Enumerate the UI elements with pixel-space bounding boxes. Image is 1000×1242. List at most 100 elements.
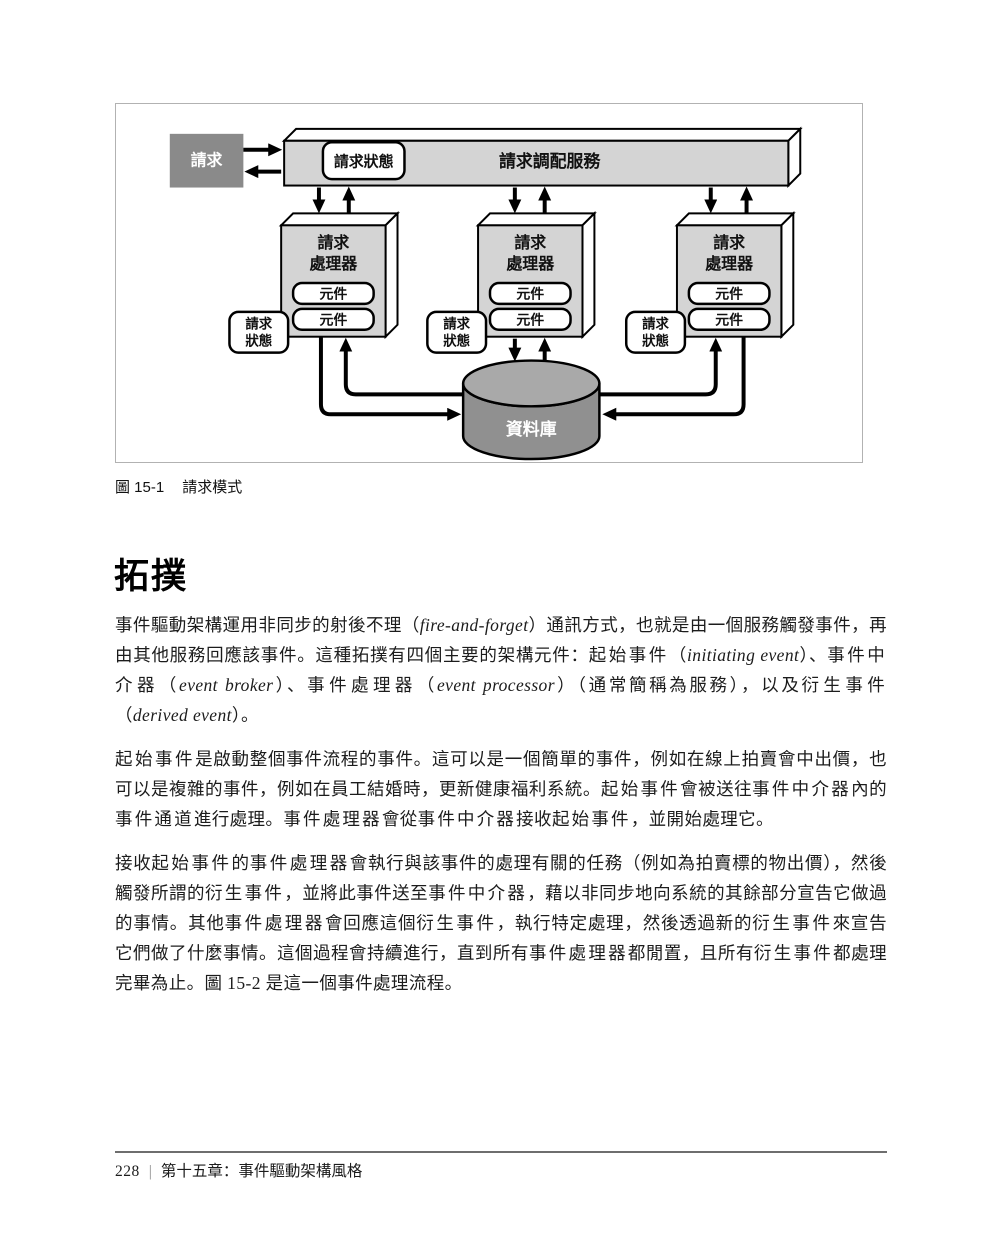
processor-title-line1: 請求 [713, 233, 745, 252]
component-label: 元件 [715, 285, 743, 301]
text-run: 來宣告它們做了什麼事情。這個過程會持續進行，直到所有 [115, 913, 887, 963]
arrow-database-to-processor-right [599, 337, 723, 397]
component-box [687, 281, 771, 306]
text-run: 事件處理器 [307, 675, 417, 695]
component-label: 元件 [319, 285, 347, 301]
component-label: 元件 [516, 311, 544, 327]
component-box [291, 307, 375, 331]
caption-label: 圖 15-1 [115, 479, 165, 496]
text-run: 事件中介器 [115, 645, 887, 695]
component-label: 元件 [715, 311, 743, 327]
processor-left: 請求 處理器 元件 元件 [278, 210, 400, 340]
processor-title-line1: 請求 [317, 233, 349, 252]
arrow-processor-left-to-database [318, 336, 462, 421]
arrow-processor-right-to-database [602, 336, 746, 421]
component-box [291, 281, 375, 306]
text-run: 接收 [115, 853, 152, 873]
text-run: event processor [437, 675, 555, 695]
request-state-line1: 請求 [245, 316, 272, 332]
text-run: 的 [231, 853, 250, 873]
text-run: （ [416, 675, 437, 695]
section-heading: 拓撲 [114, 557, 189, 596]
paragraph: 起始事件是啟動整個事件流程的事件。這可以是一個簡單的事件，例如在線上拍賣會中出價… [115, 744, 887, 834]
text-run: ，並開始處理它。 [630, 809, 774, 829]
text-run: ，執行特定處理，然後透過新的 [496, 913, 753, 933]
database-label: 資料庫 [506, 419, 557, 439]
text-run: 起始事件 [551, 809, 631, 829]
text-run: 事件中介器 [417, 809, 517, 829]
text-run: ，藉以非同步地向系統的其餘部分宣告它做過的事情。其他 [115, 883, 888, 933]
request-state-line2: 狀態 [245, 333, 272, 349]
text-run: ）、 [799, 645, 828, 665]
figure-frame: 請求 請求狀態 請求調配服務 [115, 103, 863, 463]
database-cylinder: 資料庫 [461, 359, 601, 461]
text-run: 事件中介器 [428, 883, 528, 903]
text-run: （ [115, 705, 133, 725]
text-run: 起始事件 [115, 749, 196, 769]
chapter-title: 第十五章：事件驅動架構風格 [160, 1163, 363, 1180]
component-label: 元件 [516, 285, 544, 301]
text-run: 事件處理器 [283, 809, 382, 829]
text-run: 衍生事件 [205, 883, 285, 903]
text-run: （ [668, 645, 688, 665]
paragraph: 接收起始事件的事件處理器會執行與該事件的處理有關的任務（例如為拍賣標的物出價），… [115, 848, 887, 998]
text-run: 衍生事件 [753, 943, 834, 963]
text-run: ）（通常簡稱為服務），以及 [554, 675, 802, 695]
text-run: 接收 [516, 809, 552, 829]
text-run: 會回應這個 [324, 913, 417, 933]
footer-rule [115, 1151, 887, 1153]
text-run: 衍生事件 [416, 913, 497, 933]
text-run: 內的 [851, 779, 887, 799]
text-run: 事件處理器 [249, 853, 350, 873]
component-label: 元件 [319, 311, 347, 327]
text-run: ）通訊方式，也就是由一個服務觸發事件，再由其他服務回應該事件。這種拓撲有四個主要… [115, 615, 887, 665]
processor-title-line2: 處理器 [705, 254, 754, 273]
paragraph: 事件驅動架構運用非同步的射後不理（fire-and-forget）通訊方式，也就… [115, 610, 887, 730]
text-run: 起始事件 [588, 645, 669, 665]
processor-title-line1: 請求 [514, 233, 546, 252]
orchestrator-label: 請求調配服務 [499, 151, 601, 171]
text-run: 事件通道 [115, 809, 194, 829]
processor-right: 請求 處理器 元件 元件 [674, 210, 796, 340]
text-run: ，並將此事件送至 [284, 883, 429, 903]
text-run: 事件處理器 [528, 943, 628, 963]
component-box [488, 307, 572, 331]
component-box [488, 281, 572, 306]
component-box [687, 307, 771, 331]
text-run: 事件處理器 [224, 913, 325, 933]
request-state-label-top: 請求狀態 [334, 153, 394, 171]
request-box: 請求 [169, 133, 244, 188]
text-run: 起始事件 [600, 779, 681, 799]
text-run: ）。 [231, 705, 259, 725]
footer: 228|第十五章：事件驅動架構風格 [115, 1159, 887, 1181]
request-state-line1: 請求 [443, 316, 470, 332]
request-state-box-left: 請求 狀態 [228, 310, 290, 354]
text-run: initiating event [687, 645, 800, 665]
text-run: event broker [179, 675, 274, 695]
request-state-box-right: 請求 狀態 [624, 310, 687, 354]
request-pattern-diagram: 請求 請求狀態 請求調配服務 [169, 126, 803, 461]
request-state-line1: 請求 [642, 316, 669, 332]
text-run: 事件中介器 [752, 779, 852, 799]
text-run: 起始事件 [151, 853, 232, 873]
request-state-box-top [321, 141, 406, 181]
text-run: ）、 [273, 675, 308, 695]
arrow-database-to-processor-left [339, 337, 464, 397]
text-run: fire-and-forget [419, 615, 529, 635]
page-number: 228 [115, 1163, 140, 1180]
request-state-line2: 狀態 [642, 333, 669, 349]
processor-title-line2: 處理器 [310, 254, 359, 273]
request-state-box-middle: 請求 狀態 [426, 310, 488, 354]
text-run: 都處理完畢為止。圖 15-2 是這一個事件處理流程。 [115, 943, 887, 993]
text-run: 是啟動整個事件流程的事件。這可以是一個簡單的事件，例如在線上拍賣會中出價，也可以… [115, 749, 887, 799]
text-run: derived event [132, 705, 232, 725]
request-label: 請求 [191, 151, 223, 170]
text-run: （ [158, 675, 180, 695]
text-run: 進行處理。 [193, 809, 284, 829]
caption-title: 請求模式 [182, 479, 243, 496]
text-run: 都閒置，且所有 [627, 943, 754, 963]
text-run: 事件驅動架構運用非同步的射後不理（ [115, 615, 420, 635]
text-run: 會被送往 [680, 779, 753, 799]
text-run: 會從 [381, 809, 418, 829]
